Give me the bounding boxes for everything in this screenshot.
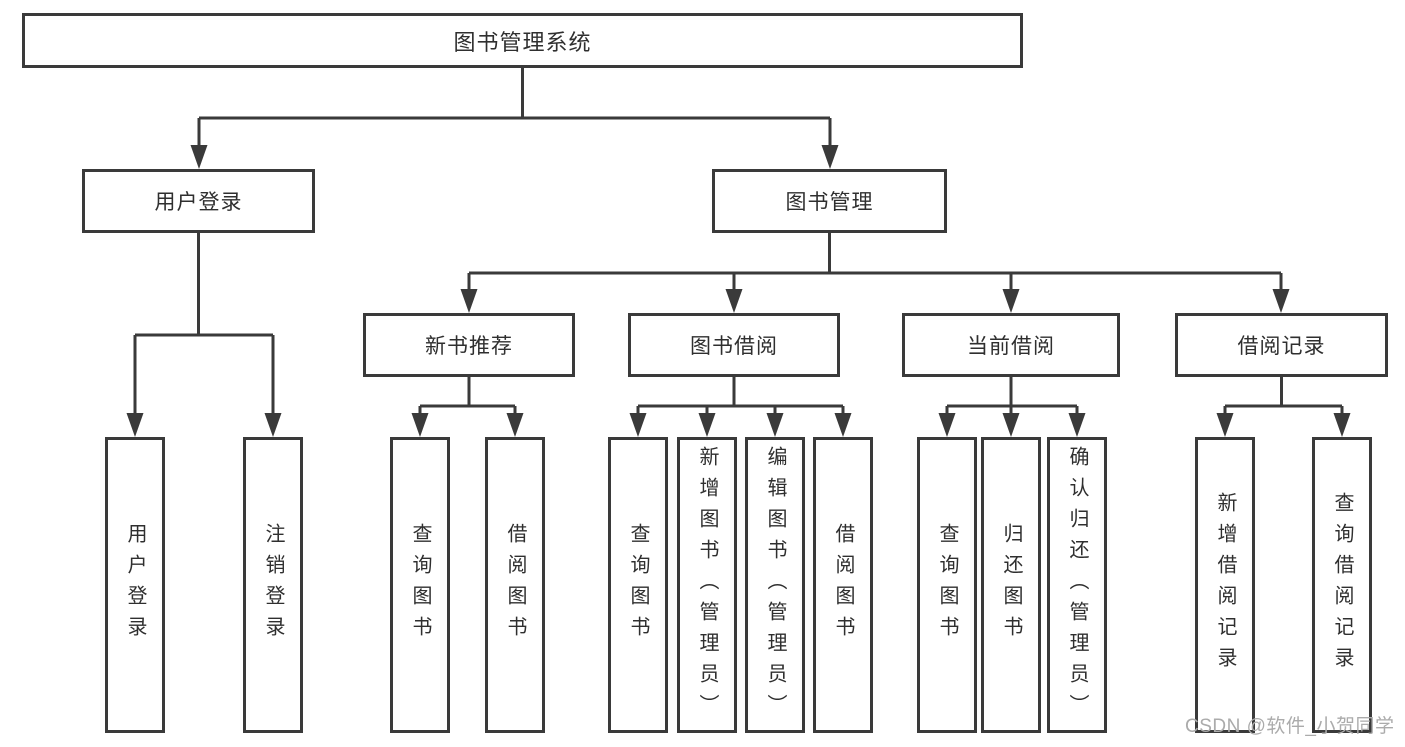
leaf-query-books-1-label: 查询图书 xyxy=(409,523,431,647)
arrowhead-icon xyxy=(1068,413,1086,437)
node-borrowing-records-label: 借阅记录 xyxy=(1237,335,1326,358)
arrowhead-icon xyxy=(1002,413,1020,437)
leaf-query-borrow-record-label: 查询借阅记录 xyxy=(1331,492,1353,678)
leaf-query-borrow-record: 查询借阅记录 xyxy=(1312,437,1372,733)
arrowhead-icon xyxy=(1216,413,1234,437)
leaf-query-books-1: 查询图书 xyxy=(390,437,450,733)
arrowhead-icon xyxy=(506,413,524,437)
leaf-borrow-books-1: 借阅图书 xyxy=(485,437,545,733)
leaf-query-books-3-label: 查询图书 xyxy=(936,523,958,647)
leaf-logout: 注销登录 xyxy=(243,437,303,733)
arrowhead-icon xyxy=(698,413,716,437)
leaf-confirm-return-admin: 确认归还（管理员） xyxy=(1047,437,1107,733)
node-new-book-recommend-label: 新书推荐 xyxy=(425,335,513,358)
arrowhead-icon xyxy=(629,413,647,437)
node-book-borrowing-label: 图书借阅 xyxy=(690,335,778,358)
arrowhead-icon xyxy=(766,413,784,437)
leaf-user-login: 用户登录 xyxy=(105,437,165,733)
leaf-query-books-2: 查询图书 xyxy=(608,437,668,733)
leaf-add-book-admin-label: 新增图书（管理员） xyxy=(696,445,718,725)
leaf-edit-book-admin-label: 编辑图书（管理员） xyxy=(764,445,786,725)
arrowhead-icon xyxy=(1333,413,1351,437)
node-book-management: 图书管理 xyxy=(712,169,947,233)
node-root: 图书管理系统 xyxy=(22,13,1023,68)
leaf-edit-book-admin: 编辑图书（管理员） xyxy=(745,437,805,733)
leaf-borrow-books-2: 借阅图书 xyxy=(813,437,873,733)
leaf-query-books-2-label: 查询图书 xyxy=(627,523,649,647)
arrowhead-icon xyxy=(460,289,478,313)
leaf-borrow-books-2-label: 借阅图书 xyxy=(832,523,854,647)
leaf-user-login-label: 用户登录 xyxy=(124,523,146,647)
arrowhead-icon xyxy=(190,145,208,169)
leaf-add-borrow-record-label: 新增借阅记录 xyxy=(1214,492,1236,678)
arrowhead-icon xyxy=(126,413,144,437)
arrowhead-icon xyxy=(411,413,429,437)
leaf-borrow-books-1-label: 借阅图书 xyxy=(504,523,526,647)
leaf-return-books-label: 归还图书 xyxy=(1000,523,1022,647)
leaf-logout-label: 注销登录 xyxy=(262,523,284,647)
node-current-borrowing: 当前借阅 xyxy=(902,313,1120,377)
node-book-management-label: 图书管理 xyxy=(785,191,874,214)
leaf-add-book-admin: 新增图书（管理员） xyxy=(677,437,737,733)
node-user-login: 用户登录 xyxy=(82,169,315,233)
leaf-add-borrow-record: 新增借阅记录 xyxy=(1195,437,1255,733)
arrowhead-icon xyxy=(1002,289,1020,313)
arrowhead-icon xyxy=(821,145,839,169)
arrowhead-icon xyxy=(725,289,743,313)
arrowhead-icon xyxy=(264,413,282,437)
node-book-borrowing: 图书借阅 xyxy=(628,313,840,377)
arrowhead-icon xyxy=(938,413,956,437)
node-root-label: 图书管理系统 xyxy=(453,29,592,55)
node-borrowing-records: 借阅记录 xyxy=(1175,313,1388,377)
node-current-borrowing-label: 当前借阅 xyxy=(967,335,1055,358)
node-new-book-recommend: 新书推荐 xyxy=(363,313,575,377)
leaf-confirm-return-admin-label: 确认归还（管理员） xyxy=(1066,445,1088,725)
arrowhead-icon xyxy=(834,413,852,437)
arrowhead-icon xyxy=(1272,289,1290,313)
node-user-login-label: 用户登录 xyxy=(154,191,243,214)
leaf-query-books-3: 查询图书 xyxy=(917,437,977,733)
csdn-watermark: CSDN @软件_小贺同学 xyxy=(1185,716,1395,737)
leaf-return-books: 归还图书 xyxy=(981,437,1041,733)
